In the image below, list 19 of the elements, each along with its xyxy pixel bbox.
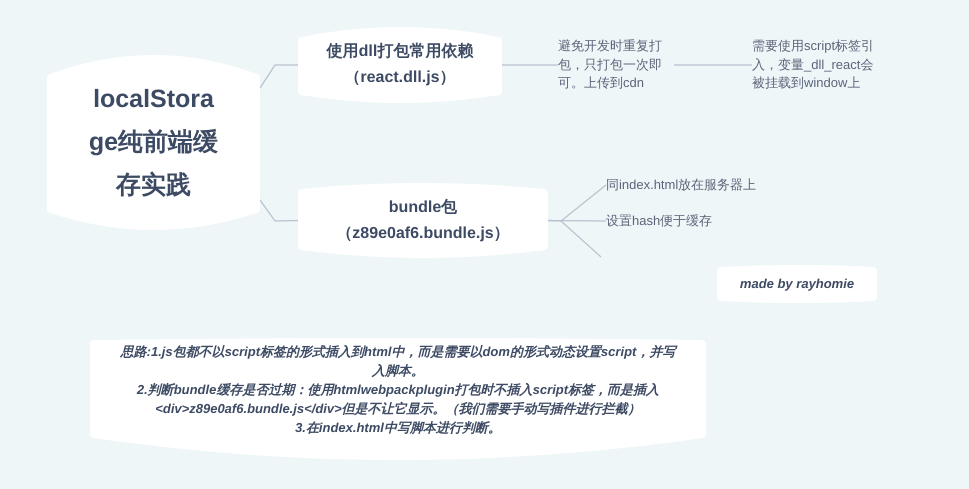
branch-text: 避免开发时重复打包，只打包一次即可。上传到cdn [558,37,674,93]
connector-line [674,64,752,66]
subtopic [298,27,502,103]
subtopic-text: bundle包（z89e0af6.bundle.js） [335,198,511,244]
note-text: 3.在index.html中写脚本进行判断。 [295,419,501,437]
branch-text: 同index.html放在服务器上 [606,176,786,194]
connector-line [548,220,602,258]
central-topic [47,55,260,230]
note-text: 2.判断bundle缓存是否过期：使用htmlwebpackplugin打包时不插入script标签，而是插入<div>z89e0af6.bundle.js</div>但是不让它显示。（我们需要手动写插件进行拦截） [136,381,660,418]
central-topic-text: localStorage纯前端缓存实践 [88,84,219,201]
connector-line [260,200,298,222]
subtopic-text: 使用dll打包常用依赖（react.dll.js） [325,42,474,88]
branch-text: 设置hash便于缓存 [606,212,730,230]
connector-line [260,64,298,88]
branch-text: 需要使用script标签引入，变量_dll_react会被挂载到window上 [752,37,882,93]
credit-text: made by rayhomie [740,275,854,294]
connector-line [502,64,558,66]
subtopic [298,183,548,258]
note-text: 思路:1.js包都不以script标签的形式插入到html中，而是需要以dom的形式动态设置script，并写入脚本。 [120,343,676,380]
